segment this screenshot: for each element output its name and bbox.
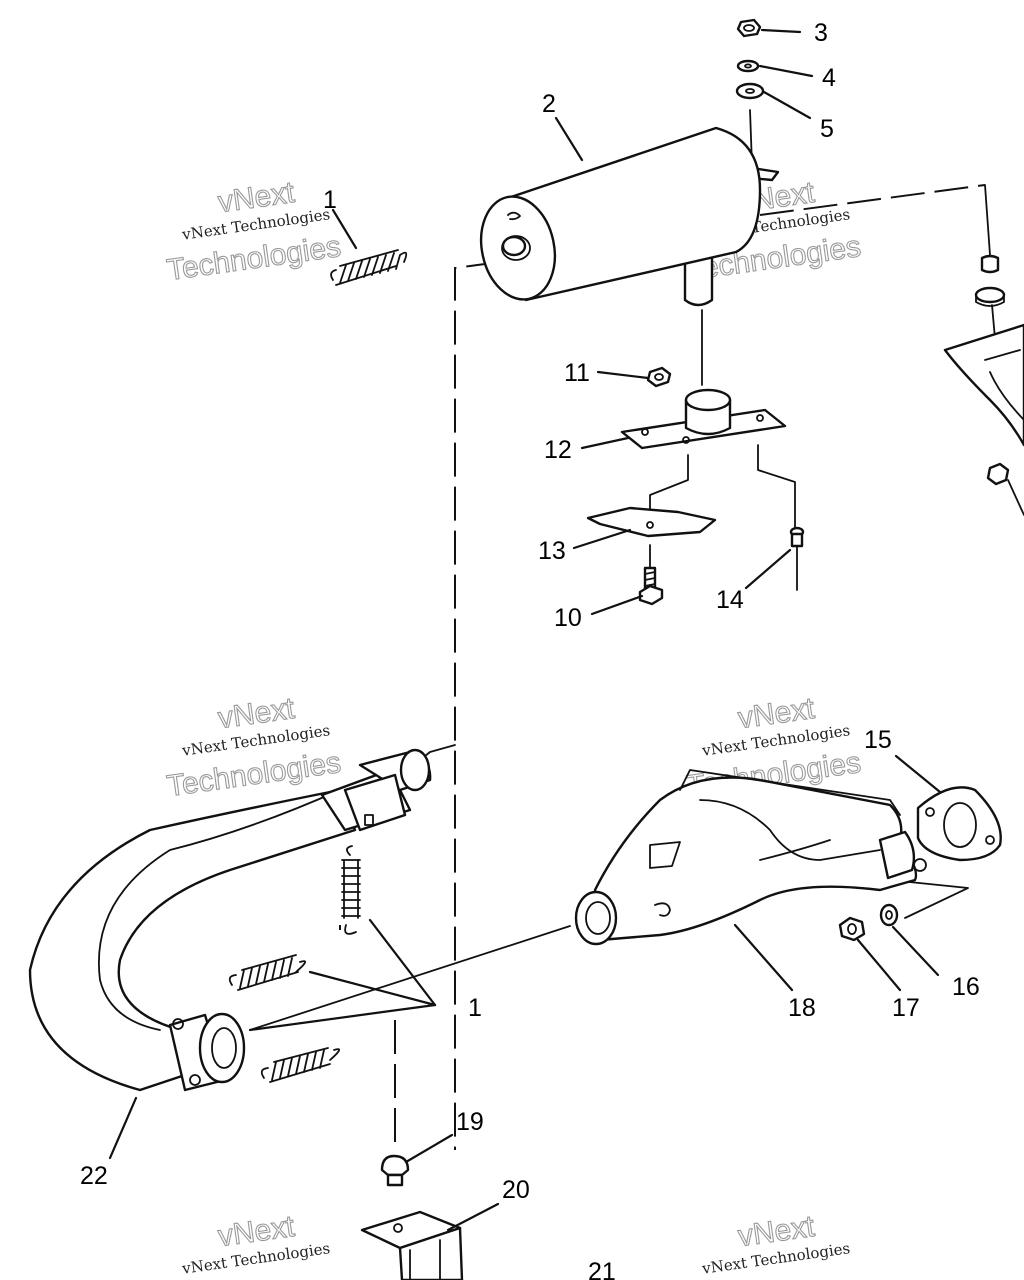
callout-13: 13 xyxy=(538,537,566,565)
watermark-top-left: vNext vNext Technologies Technologies xyxy=(164,175,343,287)
callout-1-bottom: 1 xyxy=(468,994,482,1022)
callout-17: 17 xyxy=(892,994,920,1022)
gasket-15 xyxy=(916,786,1002,862)
expansion-chamber-22 xyxy=(28,748,432,1092)
callout-5: 5 xyxy=(820,115,834,143)
nut-11 xyxy=(646,366,672,388)
muffler-2 xyxy=(479,126,780,307)
callout-15: 15 xyxy=(864,726,892,754)
callout-12: 12 xyxy=(544,436,572,464)
leader-lines xyxy=(108,28,942,1232)
callout-4: 4 xyxy=(822,64,836,92)
watermark-bottom-left: vNext vNext Technologies xyxy=(180,1209,331,1278)
bolt-10 xyxy=(638,566,664,606)
callout-1-top: 1 xyxy=(323,186,337,214)
bracket-13 xyxy=(586,506,717,538)
grommet-19 xyxy=(380,1154,410,1187)
grommet-right-edge xyxy=(974,254,1006,307)
callout-14: 14 xyxy=(716,586,744,614)
watermark-middle-left: vNext vNext Technologies Technologies xyxy=(164,691,343,803)
nut-3 xyxy=(736,18,762,38)
callout-16: 16 xyxy=(952,973,980,1001)
callout-11: 11 xyxy=(564,359,590,387)
pin-14 xyxy=(789,526,805,591)
watermark-bottom-right: vNext vNext Technologies xyxy=(700,1209,851,1278)
spring-1-middle xyxy=(228,954,306,991)
callout-19: 19 xyxy=(456,1108,484,1136)
spring-1-top xyxy=(330,249,408,286)
callout-3: 3 xyxy=(814,19,828,47)
washer-4 xyxy=(736,59,760,73)
bracket-20 xyxy=(360,1210,464,1280)
exhaust-manifold-18 xyxy=(574,769,927,946)
callout-10: 10 xyxy=(554,604,582,632)
callout-20: 20 xyxy=(502,1176,530,1204)
callout-18: 18 xyxy=(788,994,816,1022)
callout-labels: 3 4 5 2 1 11 12 13 10 14 15 16 17 18 1 1… xyxy=(80,19,980,1280)
spring-1-lower xyxy=(260,1047,340,1083)
nut-17 xyxy=(838,916,866,942)
callout-21: 21 xyxy=(588,1258,616,1280)
washer-5 xyxy=(735,82,765,100)
callout-22: 22 xyxy=(80,1162,108,1190)
washer-16 xyxy=(879,903,899,927)
mount-plate-right-edge xyxy=(943,323,1024,516)
spring-1-vertical xyxy=(341,845,361,935)
flange-plate-12 xyxy=(620,388,787,450)
callout-2: 2 xyxy=(542,90,556,118)
